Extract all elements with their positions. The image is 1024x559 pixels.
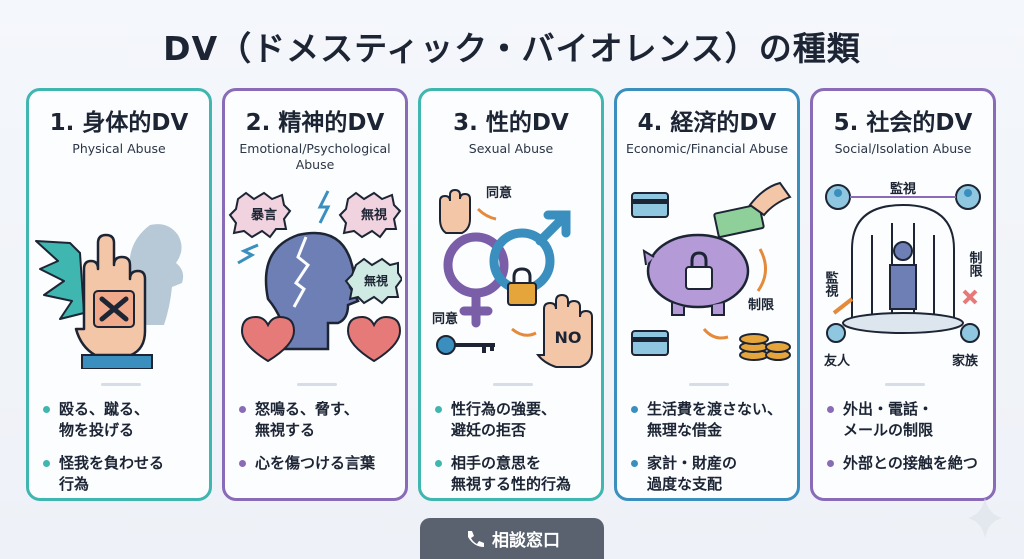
cross-icon (99, 296, 129, 322)
bullet-item: 心を傷つける言葉 (239, 453, 397, 474)
label-limit: 制限 (967, 250, 983, 278)
consult-label: 相談窓口 (492, 531, 560, 551)
phone-icon (468, 530, 484, 547)
card-subtitle: Sexual Abuse (468, 141, 554, 156)
card-emotional-abuse: 2. 精神的DV Emotional/Psychological Abuse 暴… (222, 88, 408, 501)
lock-icon (507, 282, 537, 306)
bullet-list: 生活費を渡さない、 無理な借金 家計・財産の 過度な支配 (631, 399, 789, 507)
bullet-item: 殴る、蹴る、 物を投げる (43, 399, 201, 441)
label-limit: 制限 (748, 297, 775, 313)
card-title: 4. 経済的DV (637, 110, 777, 136)
divider (689, 383, 729, 386)
coin-stack-icon (739, 333, 791, 361)
broken-heart-icon (240, 315, 296, 363)
consult-button[interactable]: 相談窓口 (420, 518, 604, 559)
bullet-item: 相手の意思を 無視する性的行為 (435, 453, 593, 495)
bullet-list: 殴る、蹴る、 物を投げる 怪我を負わせる 行為 (43, 399, 201, 507)
card-physical-abuse: 1. 身体的DV Physical Abuse 殴る、蹴る、 物を投げる 怪我を… (26, 88, 212, 501)
crack (292, 236, 311, 308)
raised-hand-icon (439, 188, 471, 234)
card-title: 1. 身体的DV (49, 110, 189, 136)
person-icon (955, 184, 981, 210)
broken-heart-icon (346, 315, 402, 363)
card-subtitle: Emotional/Psychological Abuse (239, 141, 391, 172)
page-title: DV（ドメスティック・バイオレンス）の種類 (163, 29, 861, 68)
credit-card-icon (631, 192, 669, 218)
lightning-icon (317, 190, 331, 224)
card-social-abuse: 5. 社会的DV Social/Isolation Abuse 監視 監視 制限… (810, 88, 996, 501)
sexual-abuse-illustration: 同意 同意 NO (432, 185, 593, 368)
cross-icon (962, 289, 978, 305)
divider (101, 383, 141, 386)
social-abuse-illustration: 監視 監視 制限 友人 家族 (823, 181, 983, 369)
label-ignore: 無視 (361, 207, 387, 223)
friend-person-icon (826, 323, 846, 343)
card-subtitle: Social/Isolation Abuse (834, 141, 972, 156)
physical-abuse-illustration (35, 224, 184, 369)
bullet-item: 怪我を負わせる 行為 (43, 453, 201, 495)
label-consent-2: 同意 (432, 311, 458, 327)
bullet-item: 性行為の強要、 避妊の拒否 (435, 399, 593, 441)
divider (297, 383, 337, 386)
stop-hand-icon (535, 293, 593, 368)
label-watch-side: 監視 (823, 270, 840, 298)
label-family: 家族 (952, 353, 979, 369)
label-friend: 友人 (824, 353, 851, 369)
key-icon (436, 335, 495, 355)
divider (493, 383, 533, 386)
lightning-icon (237, 243, 259, 265)
family-person-icon (960, 323, 980, 343)
impact-burst (35, 240, 85, 320)
bullet-item: 外部との接触を絶つ (827, 453, 985, 474)
label-consent: 同意 (486, 185, 512, 201)
card-subtitle: Physical Abuse (72, 141, 166, 156)
bullet-list: 怒鳴る、脅す、 無視する 心を傷つける言葉 (239, 399, 397, 486)
bullet-list: 性行為の強要、 避妊の拒否 相手の意思を 無視する性的行為 (435, 399, 593, 507)
piggy-bank-icon (642, 233, 750, 316)
label-watch-top: 監視 (890, 181, 916, 197)
bullet-item: 家計・財産の 過度な支配 (631, 453, 789, 495)
label-no: NO (555, 328, 582, 347)
card-title: 2. 精神的DV (245, 110, 385, 136)
bullet-item: 外出・電話・ メールの制限 (827, 399, 985, 441)
economic-abuse-illustration: 制限 (631, 181, 792, 361)
sparkle-icon (968, 498, 1002, 538)
banknote-hand-icon (713, 181, 792, 238)
divider (885, 383, 925, 386)
birdcage-icon (842, 203, 964, 334)
emotional-abuse-illustration: 暴言 無視 無視 (228, 190, 402, 363)
speech-burst-ignore-2: 無視 (344, 257, 402, 305)
abuse-types-grid: 1. 身体的DV Physical Abuse 殴る、蹴る、 物を投げる 怪我を… (26, 88, 998, 503)
speech-burst-rage: 暴言 (228, 191, 292, 239)
isolated-person-icon (889, 241, 917, 310)
bullet-item: 怒鳴る、脅す、 無視する (239, 399, 397, 441)
label-ignore-2: 無視 (364, 273, 388, 288)
person-icon (825, 184, 851, 210)
card-title: 5. 社会的DV (833, 110, 973, 136)
card-economic-abuse: 4. 経済的DV Economic/Financial Abuse 制限 (614, 88, 800, 501)
bullet-item: 生活費を渡さない、 無理な借金 (631, 399, 789, 441)
bullet-list: 外出・電話・ メールの制限 外部との接触を絶つ (827, 399, 985, 486)
card-subtitle: Economic/Financial Abuse (625, 141, 789, 156)
speech-burst-ignore: 無視 (338, 191, 402, 239)
card-title: 3. 性的DV (453, 110, 569, 136)
credit-card-icon (631, 330, 669, 356)
card-sexual-abuse: 3. 性的DV Sexual Abuse 同意 同意 NO 性行為の強要、 避妊… (418, 88, 604, 501)
label-rage: 暴言 (250, 207, 277, 223)
